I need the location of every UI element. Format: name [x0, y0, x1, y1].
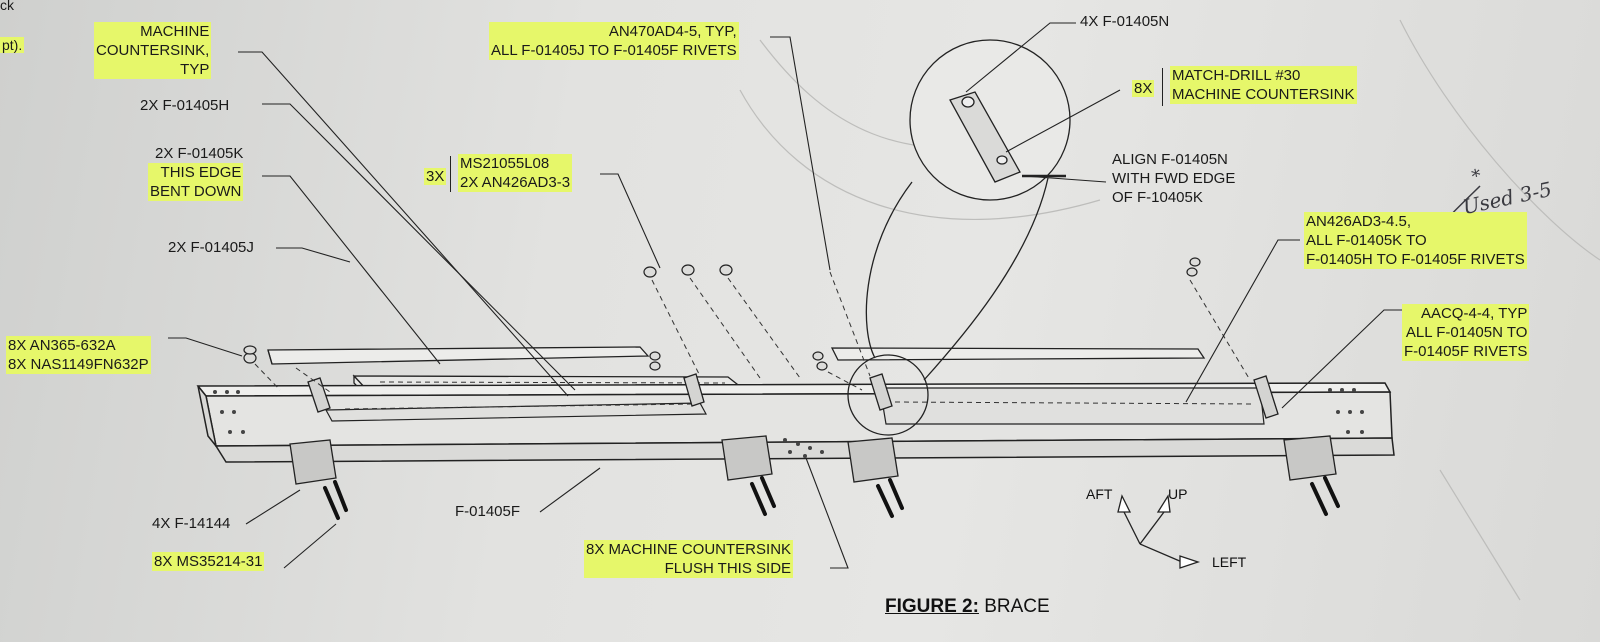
callout-an365: 8X AN365-632A 8X NAS1149FN632P: [6, 336, 151, 374]
callout-f14144: 4X F-14144: [152, 515, 231, 532]
callout-aacq: AACQ-4-4, TYP ALL F-01405N TO F-01405F R…: [1402, 304, 1530, 361]
callout-f01405f: F-01405F: [455, 503, 521, 520]
detail-callout: [847, 39, 1071, 436]
axis-aft-label: AFT: [1086, 486, 1113, 502]
hole-line-h: [379, 381, 726, 384]
callout-ms21055: MS21055L08 2X AN426AD3-3: [458, 154, 573, 192]
figure-caption: FIGURE 2: BRACE: [885, 596, 1050, 618]
figure-label: FIGURE 2:: [885, 596, 979, 617]
callout-align: ALIGN F-01405N WITH FWD EDGE OF F-10405K: [1112, 151, 1236, 206]
match-drill-qty: 8X: [1132, 80, 1155, 97]
angle-brackets-n: [307, 373, 1279, 419]
callout-f01405h: 2X F-01405H: [140, 97, 230, 114]
blocks-f14144: [289, 435, 1337, 485]
orientation-arrows: [1117, 494, 1201, 569]
callout-countersink-flush: 8X MACHINE COUNTERSINK FLUSH THIS SIDE: [584, 540, 794, 578]
callout-an426: AN426AD3-4.5, ALL F-01405K TO F-01405H T…: [1304, 212, 1527, 269]
callout-f01405k: 2X F-01405K THIS EDGE BENT DOWN: [148, 145, 244, 201]
axis-left-label: LEFT: [1212, 554, 1247, 570]
channel-holes: [213, 388, 1364, 458]
axis-up-label: UP: [1168, 486, 1188, 502]
plate-k-right: [879, 387, 1265, 425]
fasteners-small: [243, 257, 1201, 371]
match-drill-bar: [1162, 68, 1163, 106]
leader-lines: [168, 22, 1402, 569]
callout-ms35214: 8X MS35214-31: [152, 552, 265, 571]
edge-text-mid: pt).: [0, 37, 25, 53]
callout-f01405j: 2X F-01405J: [168, 239, 254, 256]
callout-f01405n: 4X F-01405N: [1080, 13, 1170, 30]
callout-an470: AN470AD4-5, TYP, ALL F-01405J TO F-01405…: [489, 22, 739, 60]
figure-name: BRACE: [984, 596, 1050, 617]
edge-text-top: ck: [0, 0, 14, 13]
ms21055-bar: [450, 156, 451, 192]
assembly-dashes: [254, 271, 1251, 393]
callout-match-drill: MATCH-DRILL #30 MACHINE COUNTERSINK: [1170, 66, 1357, 104]
bolts-ms35214: [323, 476, 1340, 520]
rail-j-right: [830, 347, 1206, 361]
rail-j-left: [267, 346, 650, 365]
plate-k-left: [324, 402, 708, 422]
ms21055-qty: 3X: [424, 168, 447, 185]
callout-machine-countersink: MACHINE COUNTERSINK, TYP: [94, 22, 212, 79]
